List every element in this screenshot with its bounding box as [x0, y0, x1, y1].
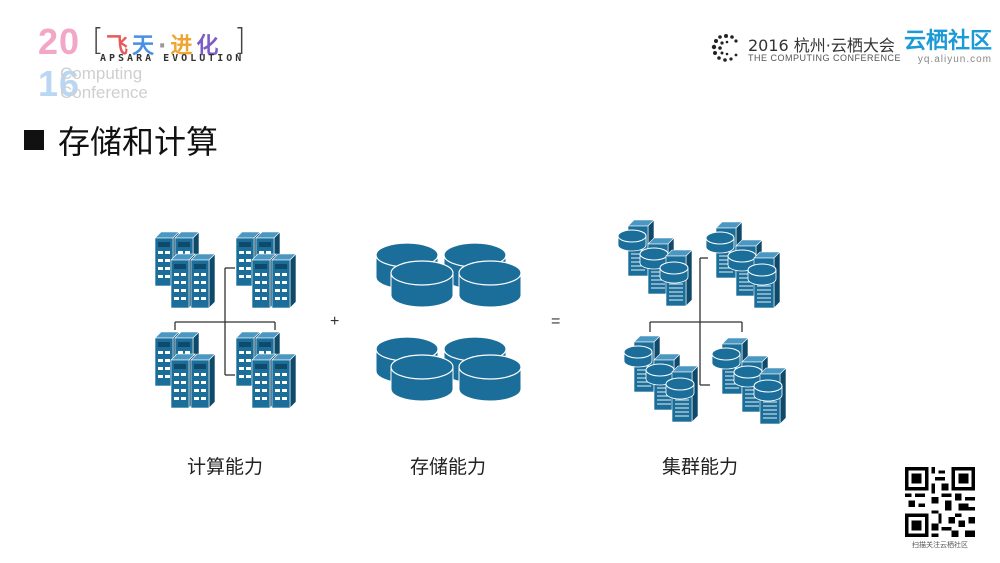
- conference-name: 2016 杭州·云栖大会: [748, 36, 895, 55]
- logo-title: 飞天·进化: [106, 34, 223, 59]
- conference-mark-icon: [711, 34, 738, 62]
- logo-subtitle: APSARA EVOLUTION: [100, 53, 245, 64]
- logo-year-top: 20: [38, 21, 81, 62]
- logo-computing: Computing: [60, 64, 143, 83]
- heading-bullet-icon: [24, 130, 44, 150]
- slide-heading: 存储和计算: [24, 120, 219, 161]
- apsara-evolution-logo: 20 16 [ 飞天·进化 ] APSARA EVOLUTION Computi…: [38, 22, 278, 108]
- caption-storage: 存储能力: [409, 456, 486, 478]
- caption-compute: 计算能力: [186, 456, 263, 478]
- yunqi-name: 云栖社区: [903, 29, 992, 54]
- caption-cluster: 集群能力: [661, 456, 738, 478]
- logo-bracket-right: ]: [234, 23, 246, 58]
- logo-bracket-left: [: [92, 23, 104, 58]
- conference-english: THE COMPUTING CONFERENCE: [748, 53, 902, 63]
- logo-year-bottom: 16: [38, 63, 81, 104]
- storage-compute-diagram: [0, 200, 1000, 440]
- equals-sign: =: [551, 313, 561, 330]
- storage-disks-icon: [376, 243, 521, 401]
- qr-caption: 扫描关注云栖社区: [912, 541, 968, 549]
- computing-conference-logo: 2016 杭州·云栖大会 THE COMPUTING CONFERENCE: [710, 32, 901, 68]
- qr-code-icon: [905, 467, 975, 537]
- plus-sign: +: [330, 313, 340, 330]
- heading-text: 存储和计算: [58, 123, 219, 161]
- cluster-connectors: [649, 257, 743, 386]
- yunqi-url: yq.aliyun.com: [917, 54, 992, 65]
- yunqi-community-logo: 云栖社区 yq.aliyun.com: [900, 30, 992, 70]
- compute-connectors: [174, 267, 276, 376]
- logo-conference: Conference: [60, 83, 148, 102]
